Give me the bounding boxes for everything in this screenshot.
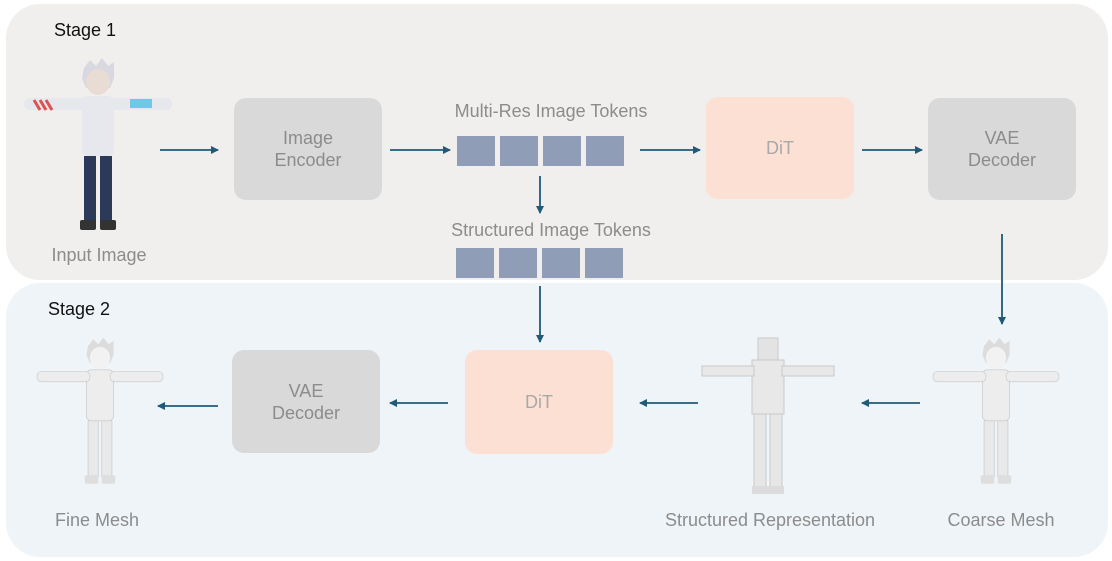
vae-decoder-stage2-box: VAE Decoder <box>232 350 380 453</box>
vae-decoder-stage1-box: VAE Decoder <box>928 98 1076 200</box>
structured-representation-caption: Structured Representation <box>664 510 876 530</box>
fine-mesh-caption: Fine Mesh <box>54 510 140 530</box>
multi-res-token <box>500 136 538 166</box>
dit-stage2-box: DiT <box>465 350 613 454</box>
multi-res-token <box>586 136 624 166</box>
structured-token <box>499 248 537 278</box>
coarse-mesh-caption: Coarse Mesh <box>947 510 1055 530</box>
stage1-label: Stage 1 <box>54 20 117 40</box>
fine-mesh-figure <box>36 337 164 484</box>
input-image-caption: Input Image <box>51 245 147 265</box>
multi-res-tokens-caption: Multi-Res Image Tokens <box>454 101 648 121</box>
structured-token <box>456 248 494 278</box>
stage2-label: Stage 2 <box>48 299 111 319</box>
coarse-mesh-figure <box>932 337 1060 484</box>
structured-tokens-caption: Structured Image Tokens <box>451 220 651 240</box>
structured-token <box>542 248 580 278</box>
multi-res-token <box>543 136 581 166</box>
voxel-figure <box>701 337 835 494</box>
input-image-figure <box>24 58 172 230</box>
dit-stage1-box: DiT <box>706 97 854 199</box>
image-encoder-box: Image Encoder <box>234 98 382 200</box>
structured-token <box>585 248 623 278</box>
multi-res-token <box>457 136 495 166</box>
